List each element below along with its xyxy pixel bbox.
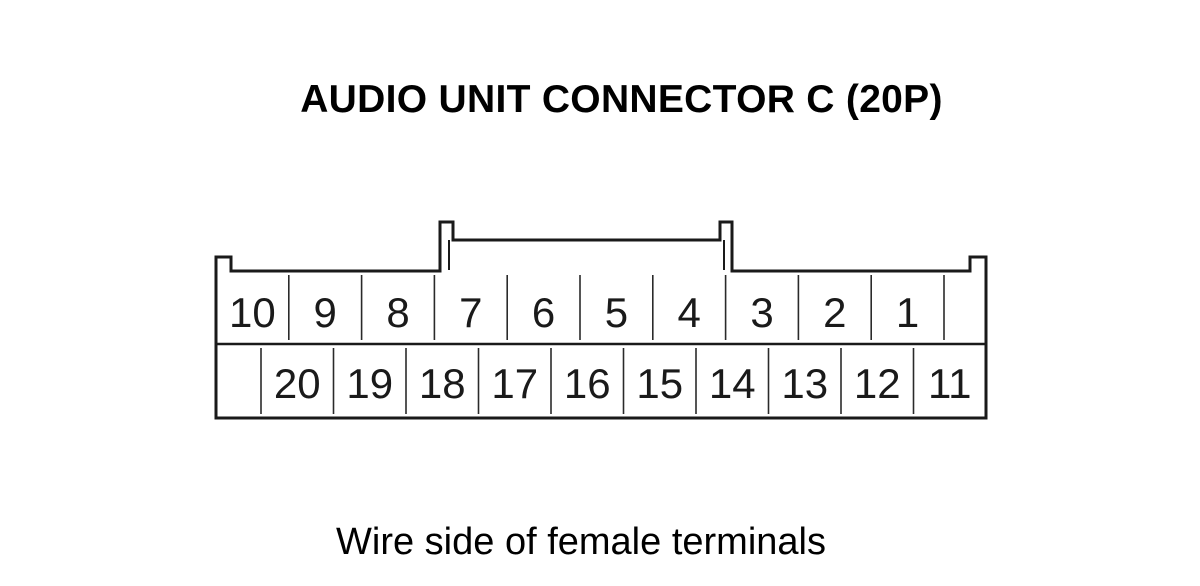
pin-number-label: 16 bbox=[564, 360, 611, 407]
pin-number-label: 6 bbox=[532, 289, 555, 336]
pin-number-label: 5 bbox=[605, 289, 628, 336]
pin-number-label: 17 bbox=[491, 360, 538, 407]
pin-number-label: 20 bbox=[274, 360, 321, 407]
pin-number-label: 19 bbox=[346, 360, 393, 407]
diagram-title: AUDIO UNIT CONNECTOR C (20P) bbox=[300, 78, 943, 121]
pin-number-label: 2 bbox=[823, 289, 846, 336]
pin-number-label: 1 bbox=[896, 289, 919, 336]
pin-number-label: 14 bbox=[709, 360, 756, 407]
pin-number-label: 11 bbox=[928, 360, 972, 407]
pin-number-label: 12 bbox=[854, 360, 901, 407]
cell-dividers bbox=[260, 275, 945, 414]
pin-number-label: 13 bbox=[781, 360, 828, 407]
pin-number-label: 18 bbox=[419, 360, 466, 407]
pin-number-label: 3 bbox=[750, 289, 773, 336]
pin-number-label: 8 bbox=[386, 289, 409, 336]
pin-number-label: 15 bbox=[636, 360, 683, 407]
pin-number-label: 10 bbox=[229, 289, 276, 336]
pin-number-label: 7 bbox=[459, 289, 482, 336]
diagram-caption: Wire side of female terminals bbox=[336, 521, 826, 563]
pin-number-label: 9 bbox=[314, 289, 337, 336]
connector-housing-outline bbox=[214, 220, 988, 420]
pin-number-label: 4 bbox=[678, 289, 701, 336]
